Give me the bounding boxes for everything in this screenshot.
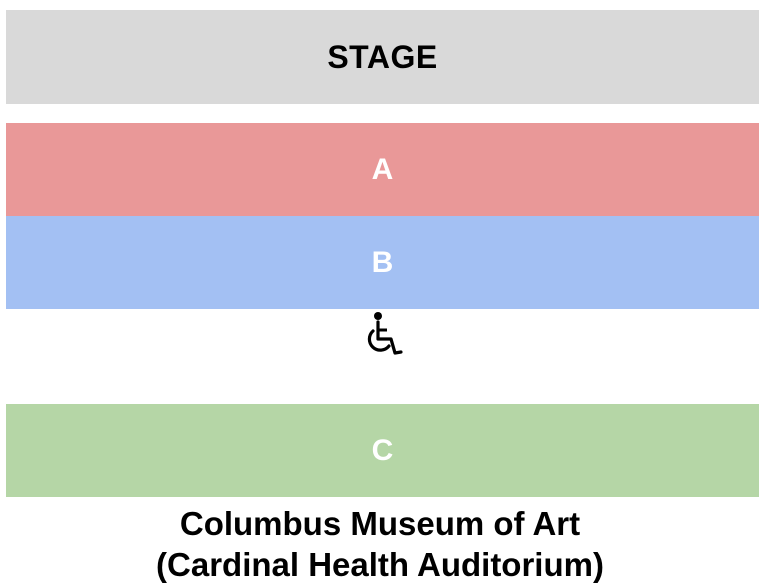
stage: STAGE bbox=[6, 10, 759, 104]
venue-name: Columbus Museum of Art bbox=[179, 505, 581, 542]
venue-subtitle: (Cardinal Health Auditorium) bbox=[156, 546, 604, 583]
section-c[interactable]: C bbox=[6, 404, 759, 497]
section-b[interactable]: B bbox=[6, 216, 759, 309]
wheelchair-icon bbox=[360, 311, 406, 361]
section-a[interactable]: A bbox=[6, 123, 759, 216]
